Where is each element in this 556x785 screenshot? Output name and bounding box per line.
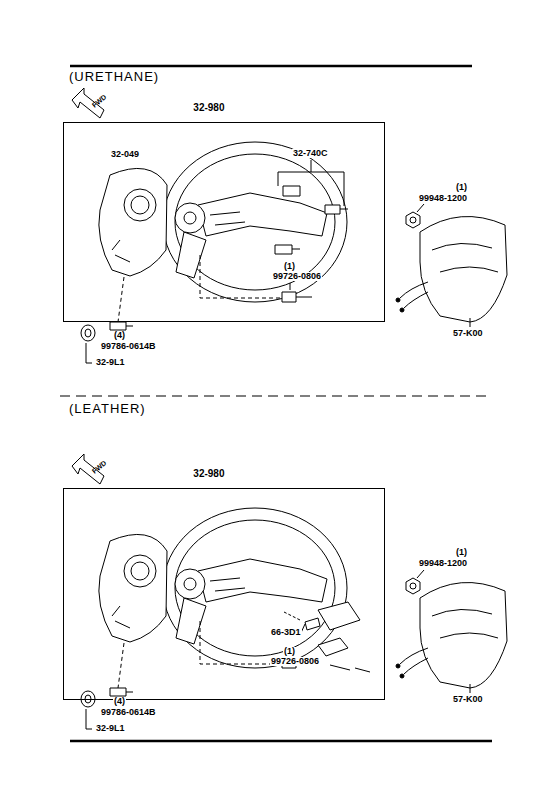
callout-number: 32-9L1 [95,724,126,733]
callout-number: 32-049 [110,150,140,159]
section-heading: (LEATHER) [68,402,147,415]
callout-number: 99948-1200 [418,194,468,203]
callout-number: (4) [113,697,126,706]
callout-number: (1) [283,647,296,656]
part-number: 32-980 [193,469,224,479]
fwd-arrow [72,88,104,484]
callout-number: 32-740C [292,149,329,158]
callout-number: 32-9L1 [95,358,126,367]
callout-number: 57-K00 [452,329,484,338]
section-heading: (URETHANE) [68,70,160,83]
callout-number: (1) [283,262,296,271]
horn-contact-parts [275,160,348,254]
callout-number: 66-3D1 [270,628,302,637]
callout-number: 99726-0806 [272,272,322,281]
callout-number: 99948-1200 [418,559,468,568]
callout-number: (4) [113,331,126,340]
section-frame: 32-980 [63,488,385,700]
callout-number: 99786-0614B [100,708,157,717]
callout-number: 99726-0806 [270,657,320,666]
part-number: 32-980 [193,103,224,113]
callout-number: (1) [455,183,468,192]
wheel-assembly [81,508,507,729]
callout-number: 99786-0614B [100,342,157,351]
wheel-assembly [81,142,507,363]
callout-number: 57-K00 [452,695,484,704]
callout-number: (1) [455,548,468,557]
